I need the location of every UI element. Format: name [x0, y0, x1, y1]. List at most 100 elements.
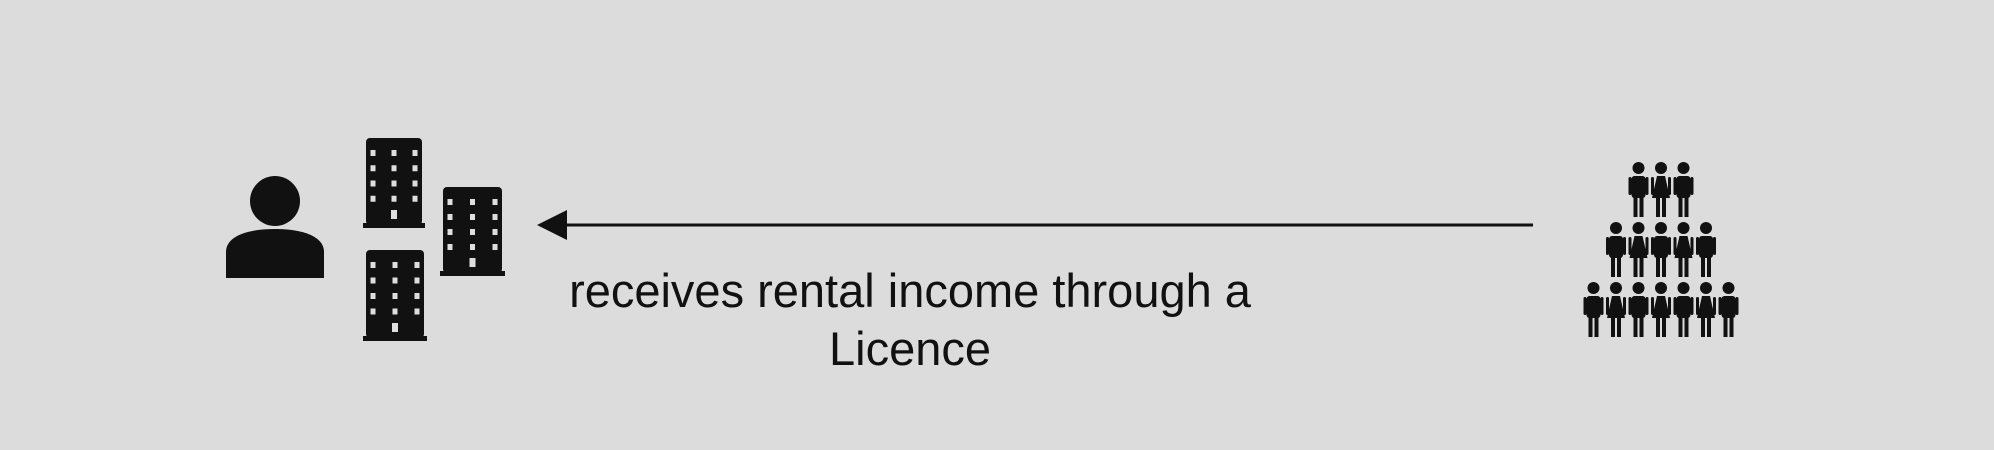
tenant-arm: [1690, 177, 1694, 195]
tenant-leg: [1678, 317, 1683, 337]
building-window: [492, 229, 498, 235]
property-buildings-group: [363, 138, 505, 341]
tenant-torso: [1631, 176, 1646, 198]
tenant-torso: [1676, 176, 1691, 198]
tenant-figure: [1628, 162, 1649, 217]
building-window: [370, 262, 376, 268]
arrowhead-icon: [537, 210, 567, 240]
building-window: [370, 277, 376, 284]
tenant-arm: [1690, 297, 1694, 315]
tenant-head: [1610, 222, 1622, 234]
tenant-arm: [1718, 297, 1722, 315]
building-window: [414, 277, 420, 284]
tenant-torso: [1586, 296, 1601, 318]
tenant-leg: [1656, 257, 1660, 277]
tenant-leg: [1701, 257, 1705, 277]
tenant-figure: [1651, 162, 1671, 217]
building-icon: [363, 250, 427, 341]
tenant-arm: [1668, 297, 1671, 315]
rental-income-arrow: [537, 210, 1533, 240]
tenant-figure: [1673, 222, 1694, 277]
tenant-arm: [1606, 237, 1609, 255]
tenant-leg: [1707, 257, 1711, 277]
building-door: [392, 323, 398, 332]
tenant-arm: [1645, 237, 1649, 255]
tenant-arm: [1628, 297, 1632, 315]
building-window: [492, 214, 498, 220]
tenant-arm: [1628, 237, 1632, 255]
building-window: [412, 195, 418, 202]
tenant-leg: [1594, 317, 1599, 337]
building-window: [447, 199, 453, 205]
tenant-figure: [1651, 222, 1671, 277]
tenant-head: [1700, 282, 1712, 294]
building-window: [470, 244, 475, 250]
tenant-leg: [1617, 257, 1621, 277]
tenant-head: [1655, 162, 1667, 174]
building-window: [447, 214, 453, 220]
building-base: [363, 336, 427, 341]
tenant-arm: [1713, 297, 1716, 315]
tenant-leg: [1639, 317, 1644, 337]
tenant-dress: [1697, 296, 1715, 318]
building-window: [414, 293, 420, 299]
tenant-arm: [1651, 297, 1654, 315]
tenant-arm: [1623, 237, 1626, 255]
tenant-leg: [1633, 257, 1638, 277]
edge-label: receives rental income through a Licence: [569, 264, 1251, 375]
tenant-torso: [1631, 296, 1646, 318]
building-window: [412, 150, 418, 156]
building-icon: [440, 187, 505, 276]
tenant-head: [1587, 282, 1600, 294]
tenant-arm: [1583, 297, 1587, 315]
tenant-head: [1700, 222, 1712, 234]
building-window: [370, 180, 376, 187]
tenant-leg: [1684, 197, 1689, 217]
tenant-arm: [1623, 297, 1626, 315]
building-window: [391, 180, 397, 187]
building-window: [414, 308, 420, 315]
tenant-arm: [1606, 297, 1609, 315]
tenant-dress: [1652, 176, 1670, 198]
building-window: [370, 195, 376, 202]
tenant-head: [1632, 282, 1645, 294]
tenant-arm: [1651, 177, 1654, 195]
tenant-figure: [1673, 162, 1694, 217]
tenant-figure: [1606, 222, 1626, 277]
building-window: [414, 262, 420, 268]
building-window: [370, 165, 376, 172]
tenant-head: [1610, 282, 1622, 294]
tenant-arm: [1713, 237, 1716, 255]
building-window: [370, 150, 376, 156]
building-window: [470, 214, 475, 220]
tenant-leg: [1662, 257, 1666, 277]
tenant-torso: [1654, 236, 1668, 258]
building-window: [392, 277, 398, 284]
tenant-dress: [1652, 296, 1670, 318]
tenant-torso: [1721, 296, 1736, 318]
tenant-arm: [1696, 297, 1699, 315]
tenant-arm: [1600, 297, 1604, 315]
tenant-head: [1677, 282, 1690, 294]
building-base: [363, 223, 425, 228]
tenant-head: [1632, 162, 1645, 174]
tenant-leg: [1656, 317, 1660, 337]
tenant-head: [1677, 222, 1690, 234]
building-window: [412, 180, 418, 187]
building-window: [370, 293, 376, 299]
tenant-figure: [1673, 282, 1694, 337]
tenant-leg: [1639, 257, 1644, 277]
building-door: [469, 258, 476, 267]
tenant-arm: [1668, 177, 1671, 195]
tenant-figure: [1628, 282, 1649, 337]
tenant-arm: [1735, 297, 1739, 315]
tenant-dress: [1607, 296, 1625, 318]
person-head: [250, 176, 300, 226]
building-window: [370, 308, 376, 315]
tenant-torso: [1699, 236, 1713, 258]
building-window: [391, 165, 397, 172]
tenant-leg: [1662, 197, 1666, 217]
tenant-arm: [1673, 297, 1677, 315]
building-window: [470, 199, 475, 205]
tenant-figure: [1628, 222, 1649, 277]
